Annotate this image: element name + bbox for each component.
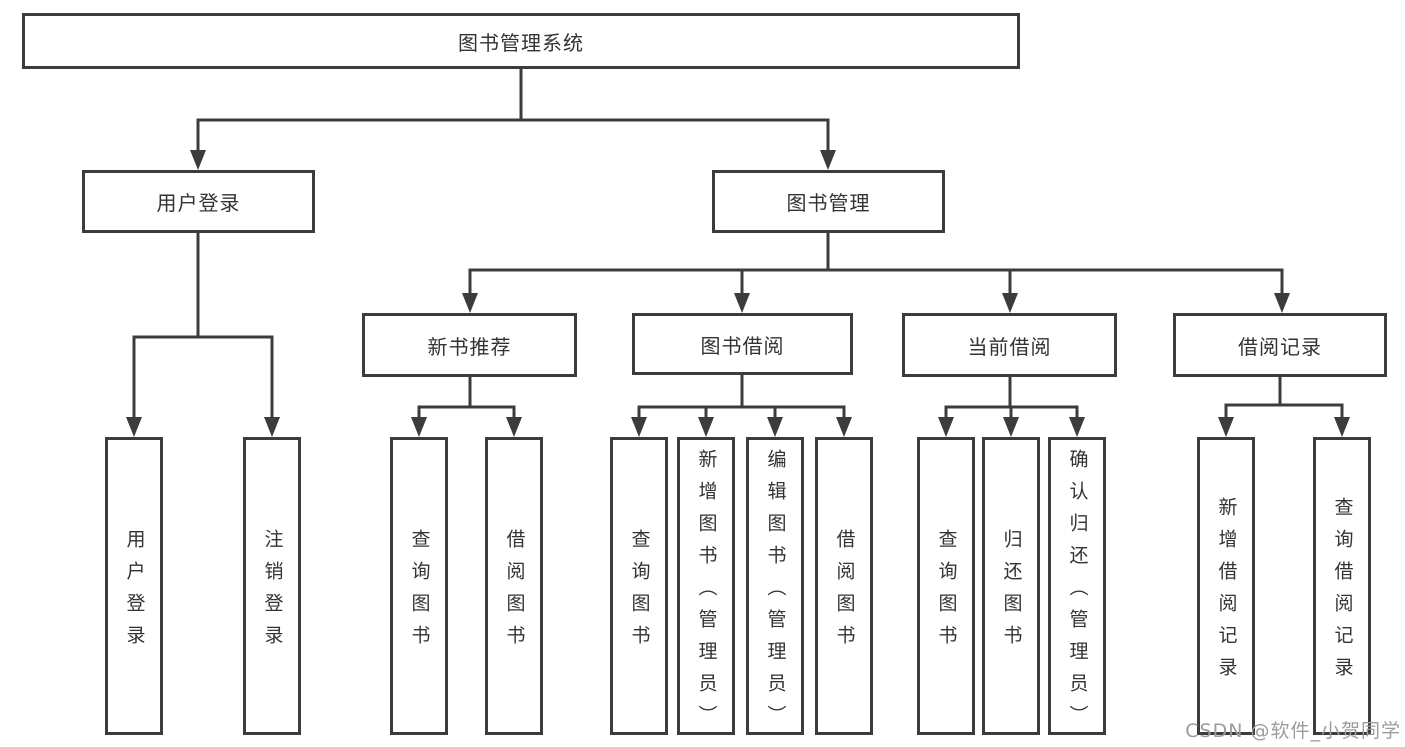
node-book-borrow: 图书借阅 (632, 313, 853, 375)
node-label: 图书管理系统 (458, 30, 584, 55)
node-label: 用户登录 (156, 191, 241, 215)
leaf-return-books: 归还图书 (982, 437, 1040, 735)
leaf-edit-books-admin: 编辑图书（管理员） (746, 437, 804, 737)
leaf-borrow-books-recommend: 借阅图书 (485, 437, 543, 735)
node-book-management: 图书管理 (712, 170, 945, 233)
leaf-add-borrow-record: 新增借阅记录 (1197, 437, 1255, 735)
leaf-label: 查询借阅记录 (1331, 496, 1354, 689)
leaf-add-books-admin: 新增图书（管理员） (677, 437, 735, 737)
leaf-label: 新增借阅记录 (1215, 496, 1238, 689)
leaf-query-books-borrow: 查询图书 (610, 437, 668, 735)
leaf-label: 编辑图书（管理员） (764, 448, 787, 737)
leaf-query-borrow-record: 查询借阅记录 (1313, 437, 1371, 735)
node-label: 新书推荐 (427, 334, 512, 359)
node-label: 图书管理 (786, 191, 871, 215)
leaf-label: 用户登录 (123, 528, 146, 657)
node-label: 图书借阅 (700, 333, 785, 358)
leaf-query-books-recommend: 查询图书 (390, 437, 448, 735)
leaf-confirm-return-admin: 确认归还（管理员） (1048, 437, 1106, 737)
node-current-borrow: 当前借阅 (902, 313, 1117, 377)
leaf-user-login: 用户登录 (105, 437, 163, 735)
node-label: 当前借阅 (967, 334, 1052, 359)
leaf-label: 归还图书 (1000, 528, 1023, 657)
leaf-logout: 注销登录 (243, 437, 301, 735)
node-borrow-records: 借阅记录 (1173, 313, 1387, 377)
leaf-label: 查询图书 (408, 528, 431, 657)
leaf-label: 查询图书 (628, 528, 651, 657)
node-new-book-recommend: 新书推荐 (362, 313, 577, 377)
leaf-label: 注销登录 (261, 528, 284, 657)
leaf-label: 查询图书 (935, 528, 958, 657)
leaf-query-books-current: 查询图书 (917, 437, 975, 735)
leaf-label: 借阅图书 (503, 528, 526, 657)
leaf-label: 借阅图书 (833, 528, 856, 657)
node-library-management-system: 图书管理系统 (22, 13, 1020, 69)
node-user-login: 用户登录 (82, 170, 315, 233)
leaf-label: 新增图书（管理员） (695, 448, 718, 737)
leaf-borrow-books: 借阅图书 (815, 437, 873, 735)
csdn-watermark: CSDN @软件_小贺同学 (1185, 720, 1401, 742)
node-label: 借阅记录 (1238, 334, 1322, 359)
leaf-label: 确认归还（管理员） (1066, 448, 1089, 737)
